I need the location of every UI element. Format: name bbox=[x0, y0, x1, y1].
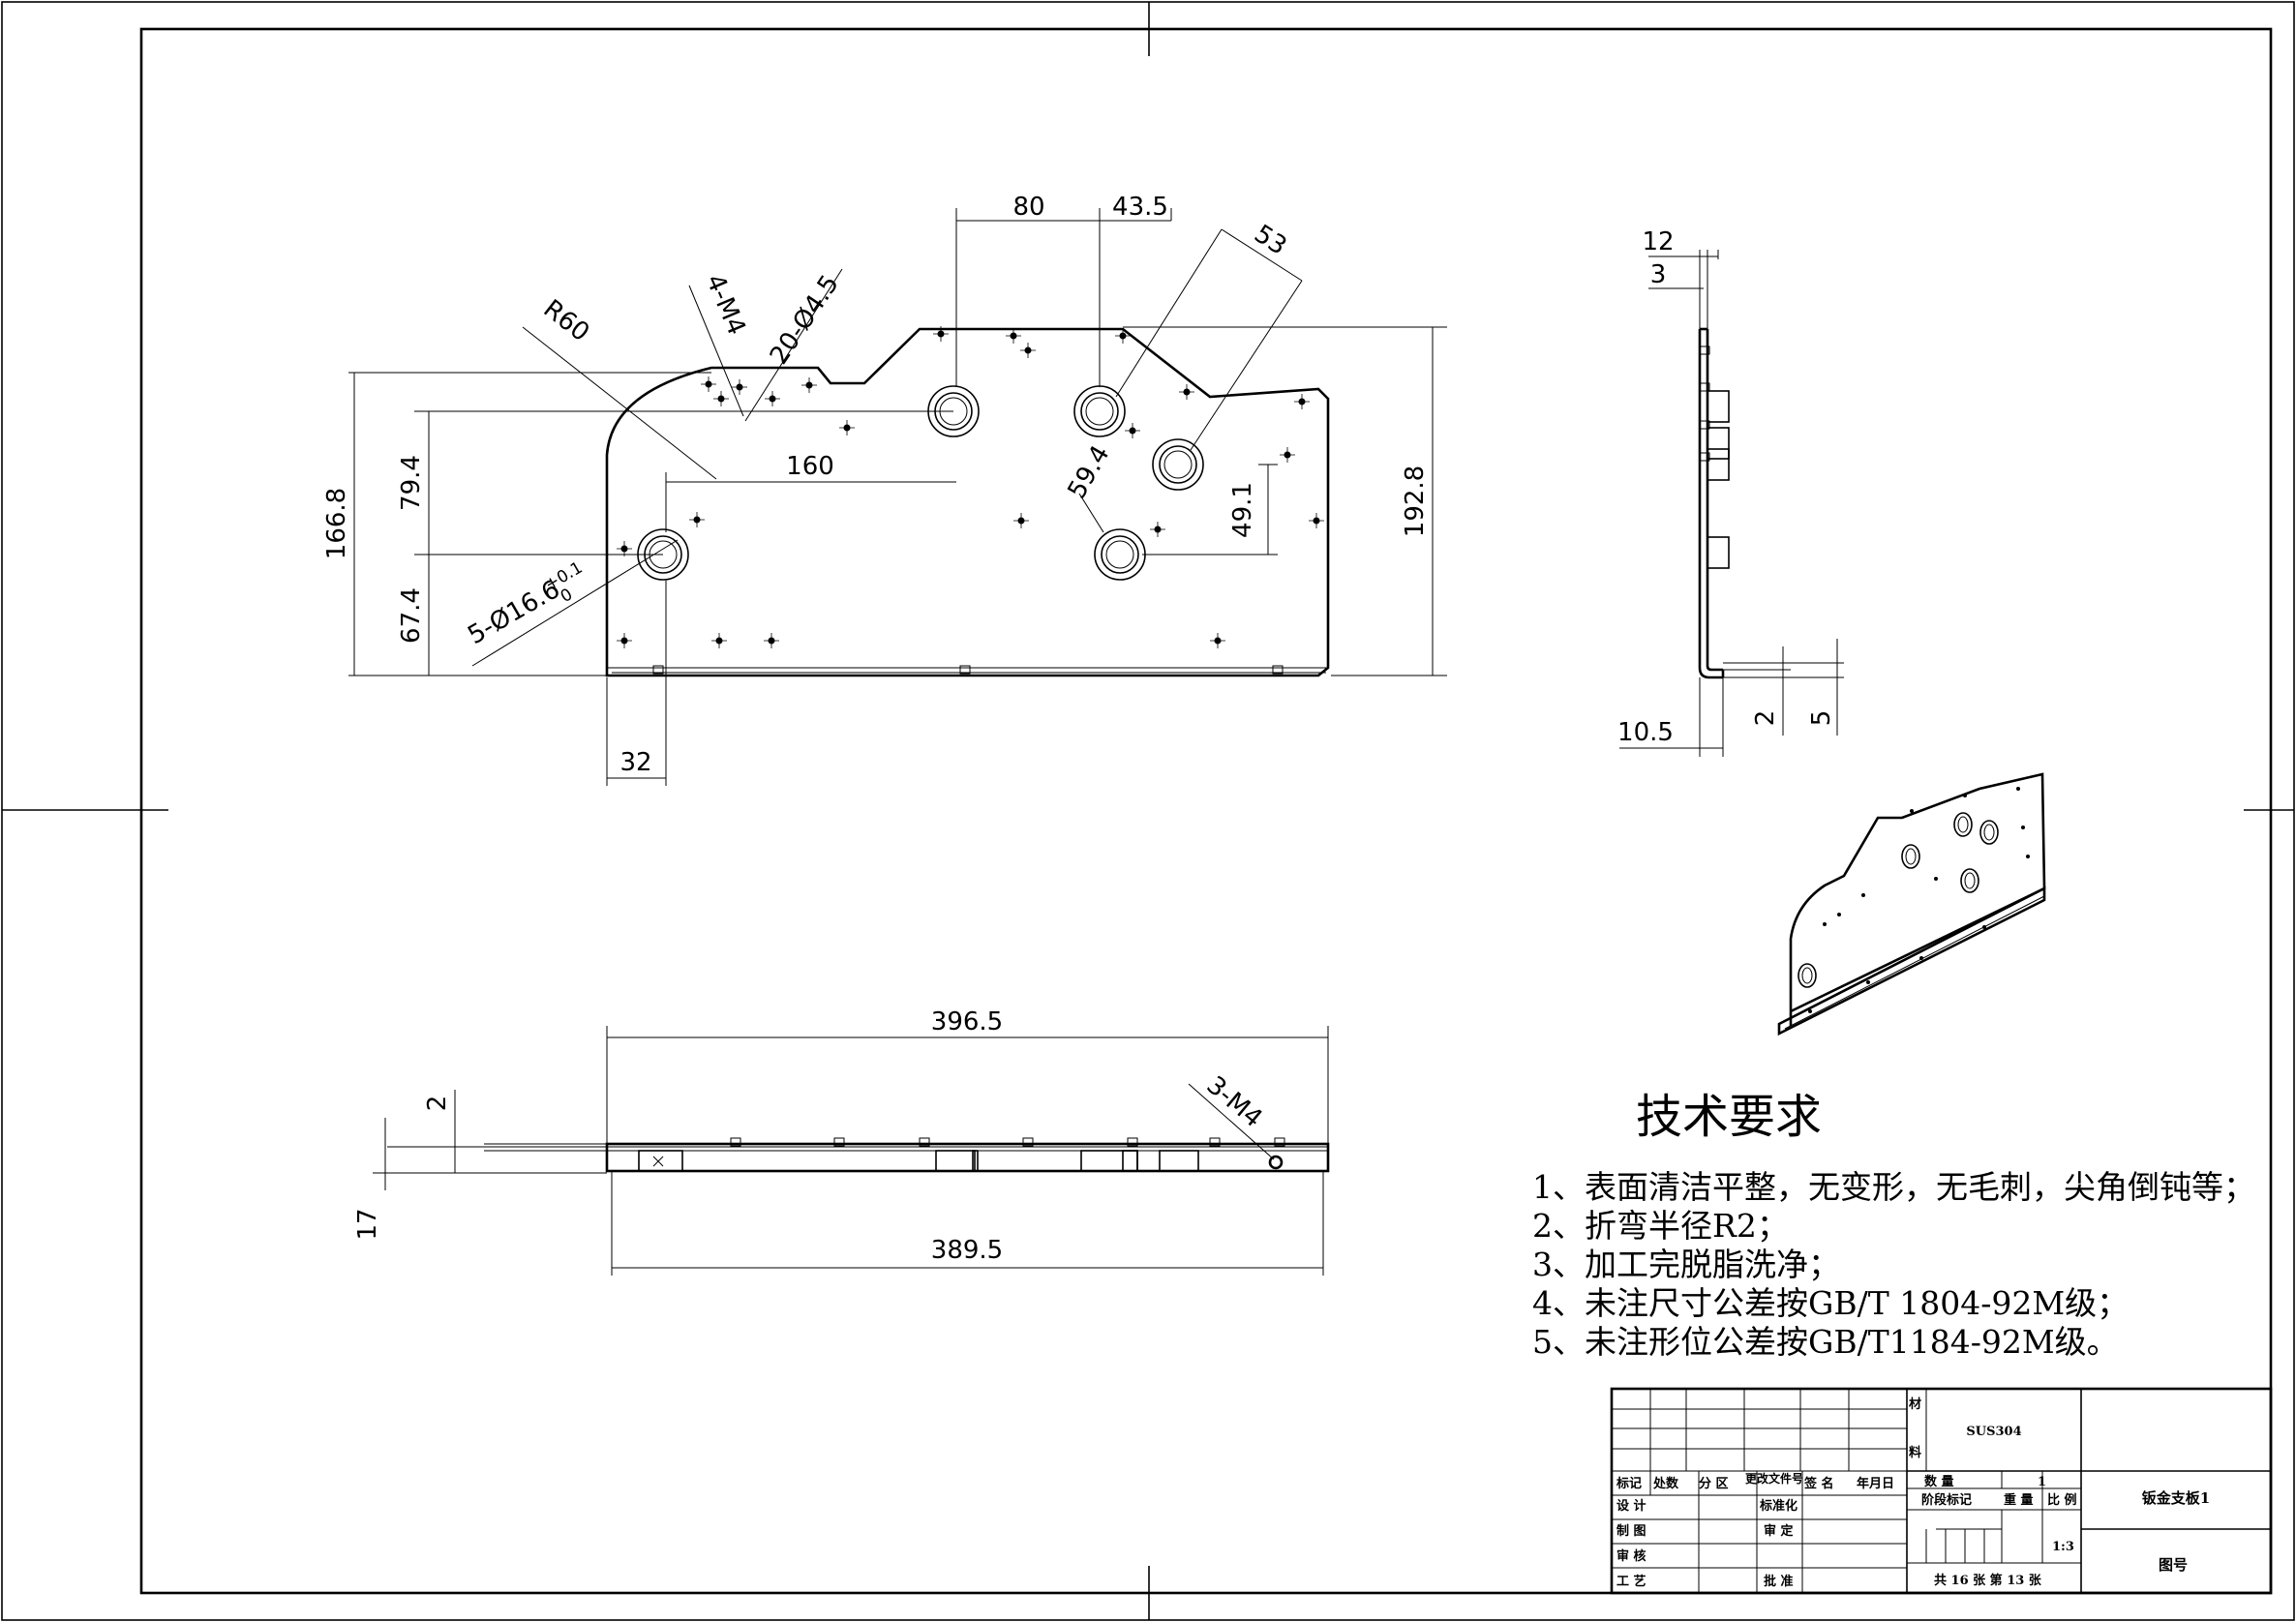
tb-change-doc: 更改文件号 bbox=[1745, 1471, 1803, 1486]
dim-side-5: 5 bbox=[1807, 710, 1836, 727]
hole-ring bbox=[1152, 438, 1204, 491]
tech-item: 2、折弯半径R2； bbox=[1532, 1207, 1789, 1245]
tb-zone: 分 区 bbox=[1699, 1476, 1729, 1491]
small-holes bbox=[620, 330, 1320, 645]
tb-weight-label: 重 量 bbox=[2004, 1492, 2034, 1508]
tb-drawing-no-label: 图号 bbox=[2159, 1556, 2188, 1574]
dim-59-4: 59.4 bbox=[1063, 440, 1116, 503]
dim-396-5: 396.5 bbox=[931, 1007, 1003, 1036]
front-view bbox=[605, 326, 1330, 677]
dim-side-12: 12 bbox=[1642, 227, 1674, 256]
dim-79-4: 79.4 bbox=[397, 455, 426, 511]
dim-side-2: 2 bbox=[1751, 710, 1780, 727]
dim-bottom-2: 2 bbox=[423, 1096, 452, 1112]
tb-design: 设 计 bbox=[1616, 1498, 1646, 1514]
dim-r60: R60 bbox=[538, 294, 595, 347]
isometric-view bbox=[1777, 772, 2046, 1036]
tb-standard: 标准化 bbox=[1759, 1498, 1798, 1514]
dim-80: 80 bbox=[1012, 193, 1044, 222]
tb-material-label-2: 料 bbox=[1909, 1445, 1921, 1460]
dim-side-3: 3 bbox=[1650, 260, 1667, 289]
dim-389-5: 389.5 bbox=[931, 1236, 1003, 1265]
iso-holes bbox=[1798, 812, 1999, 988]
title-block: 标记 处数 分 区 更改文件号 签 名 年月日 设 计 标准化 制 图 审 定 … bbox=[1610, 1387, 2273, 1595]
tb-scale-label: 比 例 bbox=[2047, 1492, 2077, 1508]
tb-check: 审 核 bbox=[1616, 1548, 1646, 1564]
tb-sign: 签 名 bbox=[1803, 1476, 1834, 1491]
tb-process: 工 艺 bbox=[1616, 1574, 1646, 1589]
dim-20-d4-5: 20-Ø4.5 bbox=[765, 270, 845, 370]
tech-item: 1、表面清洁平整，无变形，无毛刺，尖角倒钝等； bbox=[1532, 1168, 2255, 1206]
dim-160: 160 bbox=[786, 452, 834, 481]
tb-sheets: 共 16 张 第 13 张 bbox=[1934, 1573, 2042, 1588]
dim-32: 32 bbox=[619, 748, 651, 777]
tb-mark: 标记 bbox=[1616, 1476, 1642, 1491]
tb-material-label-1: 材 bbox=[1909, 1397, 1921, 1412]
tech-title: 技术要求 bbox=[1636, 1090, 1822, 1144]
dim-bottom-17: 17 bbox=[353, 1208, 382, 1240]
tb-scale: 1:3 bbox=[2052, 1540, 2074, 1554]
tb-date: 年月日 bbox=[1857, 1476, 1894, 1491]
dim-67-4: 67.4 bbox=[397, 587, 426, 644]
dim-192-8: 192.8 bbox=[1401, 466, 1430, 537]
dim-166-8: 166.8 bbox=[322, 488, 351, 559]
tb-review: 审 定 bbox=[1764, 1523, 1794, 1539]
small-hole-crosshairs bbox=[617, 326, 1324, 648]
hole-ring bbox=[1073, 385, 1126, 437]
tech-item: 5、未注形位公差按GB/T1184-92M级。 bbox=[1532, 1323, 2119, 1361]
front-dimensions: 80 43.5 53 R60 4-M4 20-Ø4.5 160 59.4 49.… bbox=[322, 193, 1447, 786]
side-view: 12 3 10.5 2 5 bbox=[1617, 227, 1844, 757]
dim-49-1: 49.1 bbox=[1228, 482, 1257, 538]
technical-requirements: 技术要求 1、表面清洁平整，无变形，无毛刺，尖角倒钝等； 2、折弯半径R2； 3… bbox=[1532, 1090, 2255, 1361]
tb-draw: 制 图 bbox=[1616, 1523, 1646, 1539]
tb-quantity: 1 bbox=[2038, 1475, 2046, 1489]
tb-count: 处数 bbox=[1652, 1476, 1679, 1491]
dim-43-5: 43.5 bbox=[1112, 193, 1168, 222]
dim-side-10-5: 10.5 bbox=[1617, 718, 1674, 747]
tb-stage-label: 阶段标记 bbox=[1921, 1492, 1972, 1508]
tb-approve: 批 准 bbox=[1764, 1574, 1794, 1589]
tech-item: 4、未注尺寸公差按GB/T 1804-92M级； bbox=[1532, 1284, 2129, 1322]
tb-quantity-label: 数 量 bbox=[1924, 1474, 1954, 1489]
tb-material: SUS304 bbox=[1966, 1425, 2021, 1439]
tb-part-name: 钣金支板1 bbox=[2142, 1489, 2210, 1507]
dim-53: 53 bbox=[1249, 220, 1291, 261]
bottom-view: 396.5 389.5 2 17 3-M4 bbox=[353, 1007, 1330, 1276]
hole-ring bbox=[1094, 528, 1146, 581]
tech-item: 3、加工完脱脂洗净； bbox=[1532, 1246, 1840, 1283]
